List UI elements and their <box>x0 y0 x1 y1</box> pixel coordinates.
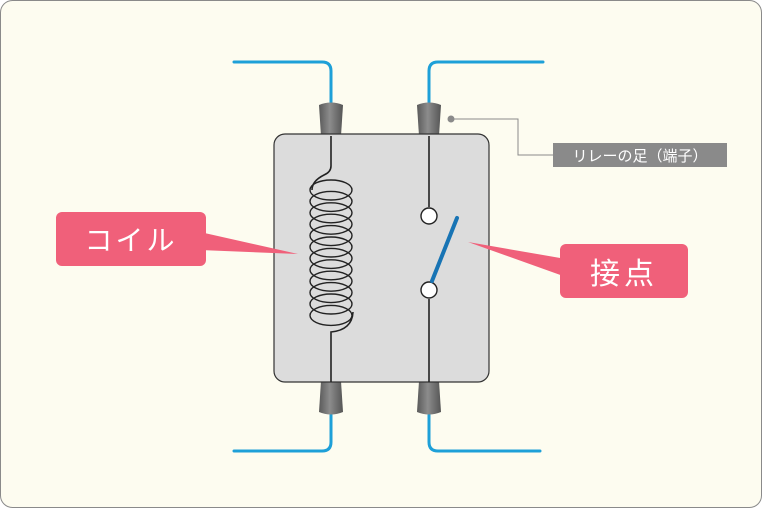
terminal-label: リレーの足（端子） <box>553 143 727 167</box>
coil-symbol <box>309 179 353 327</box>
contact-callout-pointer <box>468 242 566 277</box>
coil-turn <box>309 179 353 201</box>
coil-turn <box>309 293 353 315</box>
external-wires <box>232 60 545 453</box>
terminal-bottom-left <box>319 379 343 415</box>
terminal-caps <box>319 102 441 415</box>
terminal-leader-dot <box>447 115 455 123</box>
coil-turn <box>309 270 353 292</box>
coil-turn <box>309 281 353 304</box>
coil-turn <box>309 224 353 247</box>
coil-turn <box>309 202 353 224</box>
coil-turn <box>309 236 353 258</box>
coil-label: コイル <box>56 212 206 266</box>
coil-callout-pointer <box>200 232 298 254</box>
terminal-top-left <box>319 102 343 138</box>
contact-point-upper <box>420 207 438 225</box>
wire-top-left <box>232 60 333 112</box>
contact-point-lower <box>420 281 438 299</box>
coil-turn <box>309 190 353 213</box>
coil-turn <box>309 247 353 270</box>
terminal-bottom-right <box>417 379 441 415</box>
coil-turn <box>309 304 353 327</box>
coil-turn <box>309 259 353 281</box>
relay-body <box>273 133 490 383</box>
wire-top-right <box>427 60 545 112</box>
coil-turn <box>309 213 353 235</box>
switch-blade <box>430 216 459 283</box>
terminal-top-right <box>417 102 441 138</box>
wire-bottom-right <box>427 406 542 453</box>
wire-bottom-left <box>232 406 333 453</box>
contact-label: 接点 <box>560 244 688 298</box>
terminal-leader-line <box>451 118 553 156</box>
